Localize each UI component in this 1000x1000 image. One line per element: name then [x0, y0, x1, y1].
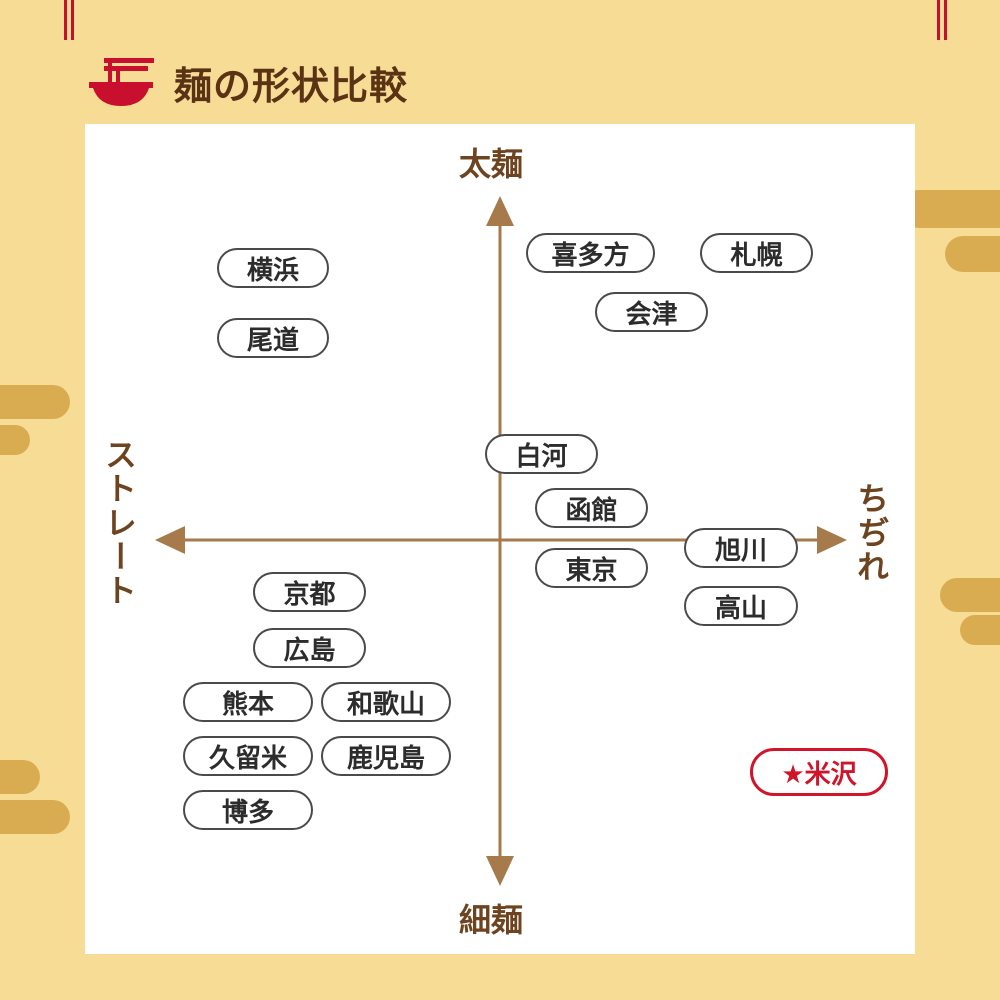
left-deco-line-2 — [71, 0, 74, 40]
region-label-hakodate: 函館 — [535, 488, 648, 528]
region-label-asahikawa: 旭川 — [684, 528, 798, 568]
cloud-decoration — [0, 425, 30, 455]
axis-label-left: ストレート — [100, 438, 138, 608]
page-title: 麺の形状比較 — [174, 63, 409, 108]
up-arrow-icon — [486, 196, 514, 226]
axis-label-bottom: 細麺 — [459, 901, 524, 939]
region-label-kumamoto: 熊本 — [183, 682, 313, 722]
axes — [155, 196, 847, 886]
region-label-takayama: 高山 — [684, 586, 798, 626]
region-label-hakata: 博多 — [183, 790, 313, 830]
ramen-bowl-icon — [89, 58, 154, 106]
region-label-kurume: 久留米 — [183, 736, 313, 776]
region-label-sapporo: 札幌 — [700, 233, 813, 273]
region-label-kagoshima: 鹿児島 — [321, 736, 451, 776]
left-deco-line-1 — [64, 0, 67, 40]
axis-label-right: ちぢれ — [852, 482, 890, 584]
region-label-kitakata: 喜多方 — [526, 233, 655, 273]
region-label-wakayama: 和歌山 — [321, 682, 451, 722]
cloud-decoration — [940, 578, 1000, 612]
region-label-kyoto: 京都 — [253, 572, 366, 612]
cloud-decoration — [0, 800, 70, 834]
chart-panel: 太麺 細麺 ストレート ちぢれ 横浜 尾道 喜多方 札幌 会津 白河 函館 東京… — [85, 124, 915, 954]
region-label-tokyo: 東京 — [535, 548, 648, 588]
cloud-decoration — [900, 190, 1000, 228]
cloud-decoration — [0, 760, 40, 794]
down-arrow-icon — [486, 856, 514, 886]
cloud-decoration — [960, 615, 1000, 645]
region-label-onomichi: 尾道 — [217, 318, 329, 358]
region-label-yokohama: 横浜 — [217, 248, 329, 288]
right-arrow-icon — [817, 526, 847, 554]
axis-label-top: 太麺 — [459, 145, 524, 183]
region-label-aizu: 会津 — [595, 292, 708, 332]
cloud-decoration — [0, 385, 70, 419]
cloud-decoration — [945, 236, 1000, 272]
title-row: 麺の形状比較 — [88, 52, 408, 112]
right-deco-line-1 — [937, 0, 940, 40]
right-deco-line-2 — [944, 0, 947, 40]
region-label-hiroshima: 広島 — [253, 628, 366, 668]
region-label-shirakawa: 白河 — [485, 434, 598, 474]
left-arrow-icon — [155, 526, 185, 554]
region-label-yonezawa: ★米沢 — [750, 748, 888, 796]
